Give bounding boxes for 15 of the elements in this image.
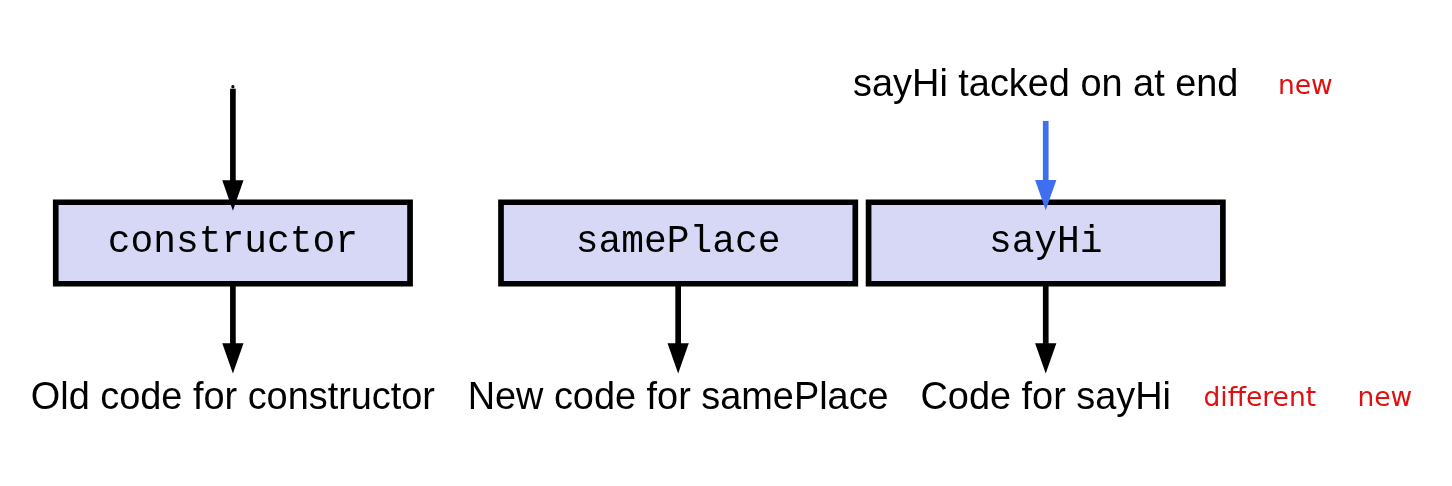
node-box: sayHi — [865, 199, 1226, 287]
node-text: sayHi tacked on at end — [853, 62, 1239, 105]
node-text: Code for sayHi — [920, 374, 1171, 417]
arrow — [1035, 284, 1057, 374]
arrow — [667, 284, 689, 374]
label: new — [1277, 68, 1333, 100]
node-text: New code for samePlace — [467, 374, 889, 417]
label: different — [1203, 381, 1317, 413]
node-box: samePlace — [498, 199, 859, 287]
arrow — [222, 284, 244, 374]
label: new — [1357, 381, 1413, 413]
node-text: Old code for constructor — [30, 374, 435, 417]
arrow — [1035, 120, 1057, 211]
arrow — [222, 88, 244, 211]
node-box: constructor — [52, 199, 413, 287]
